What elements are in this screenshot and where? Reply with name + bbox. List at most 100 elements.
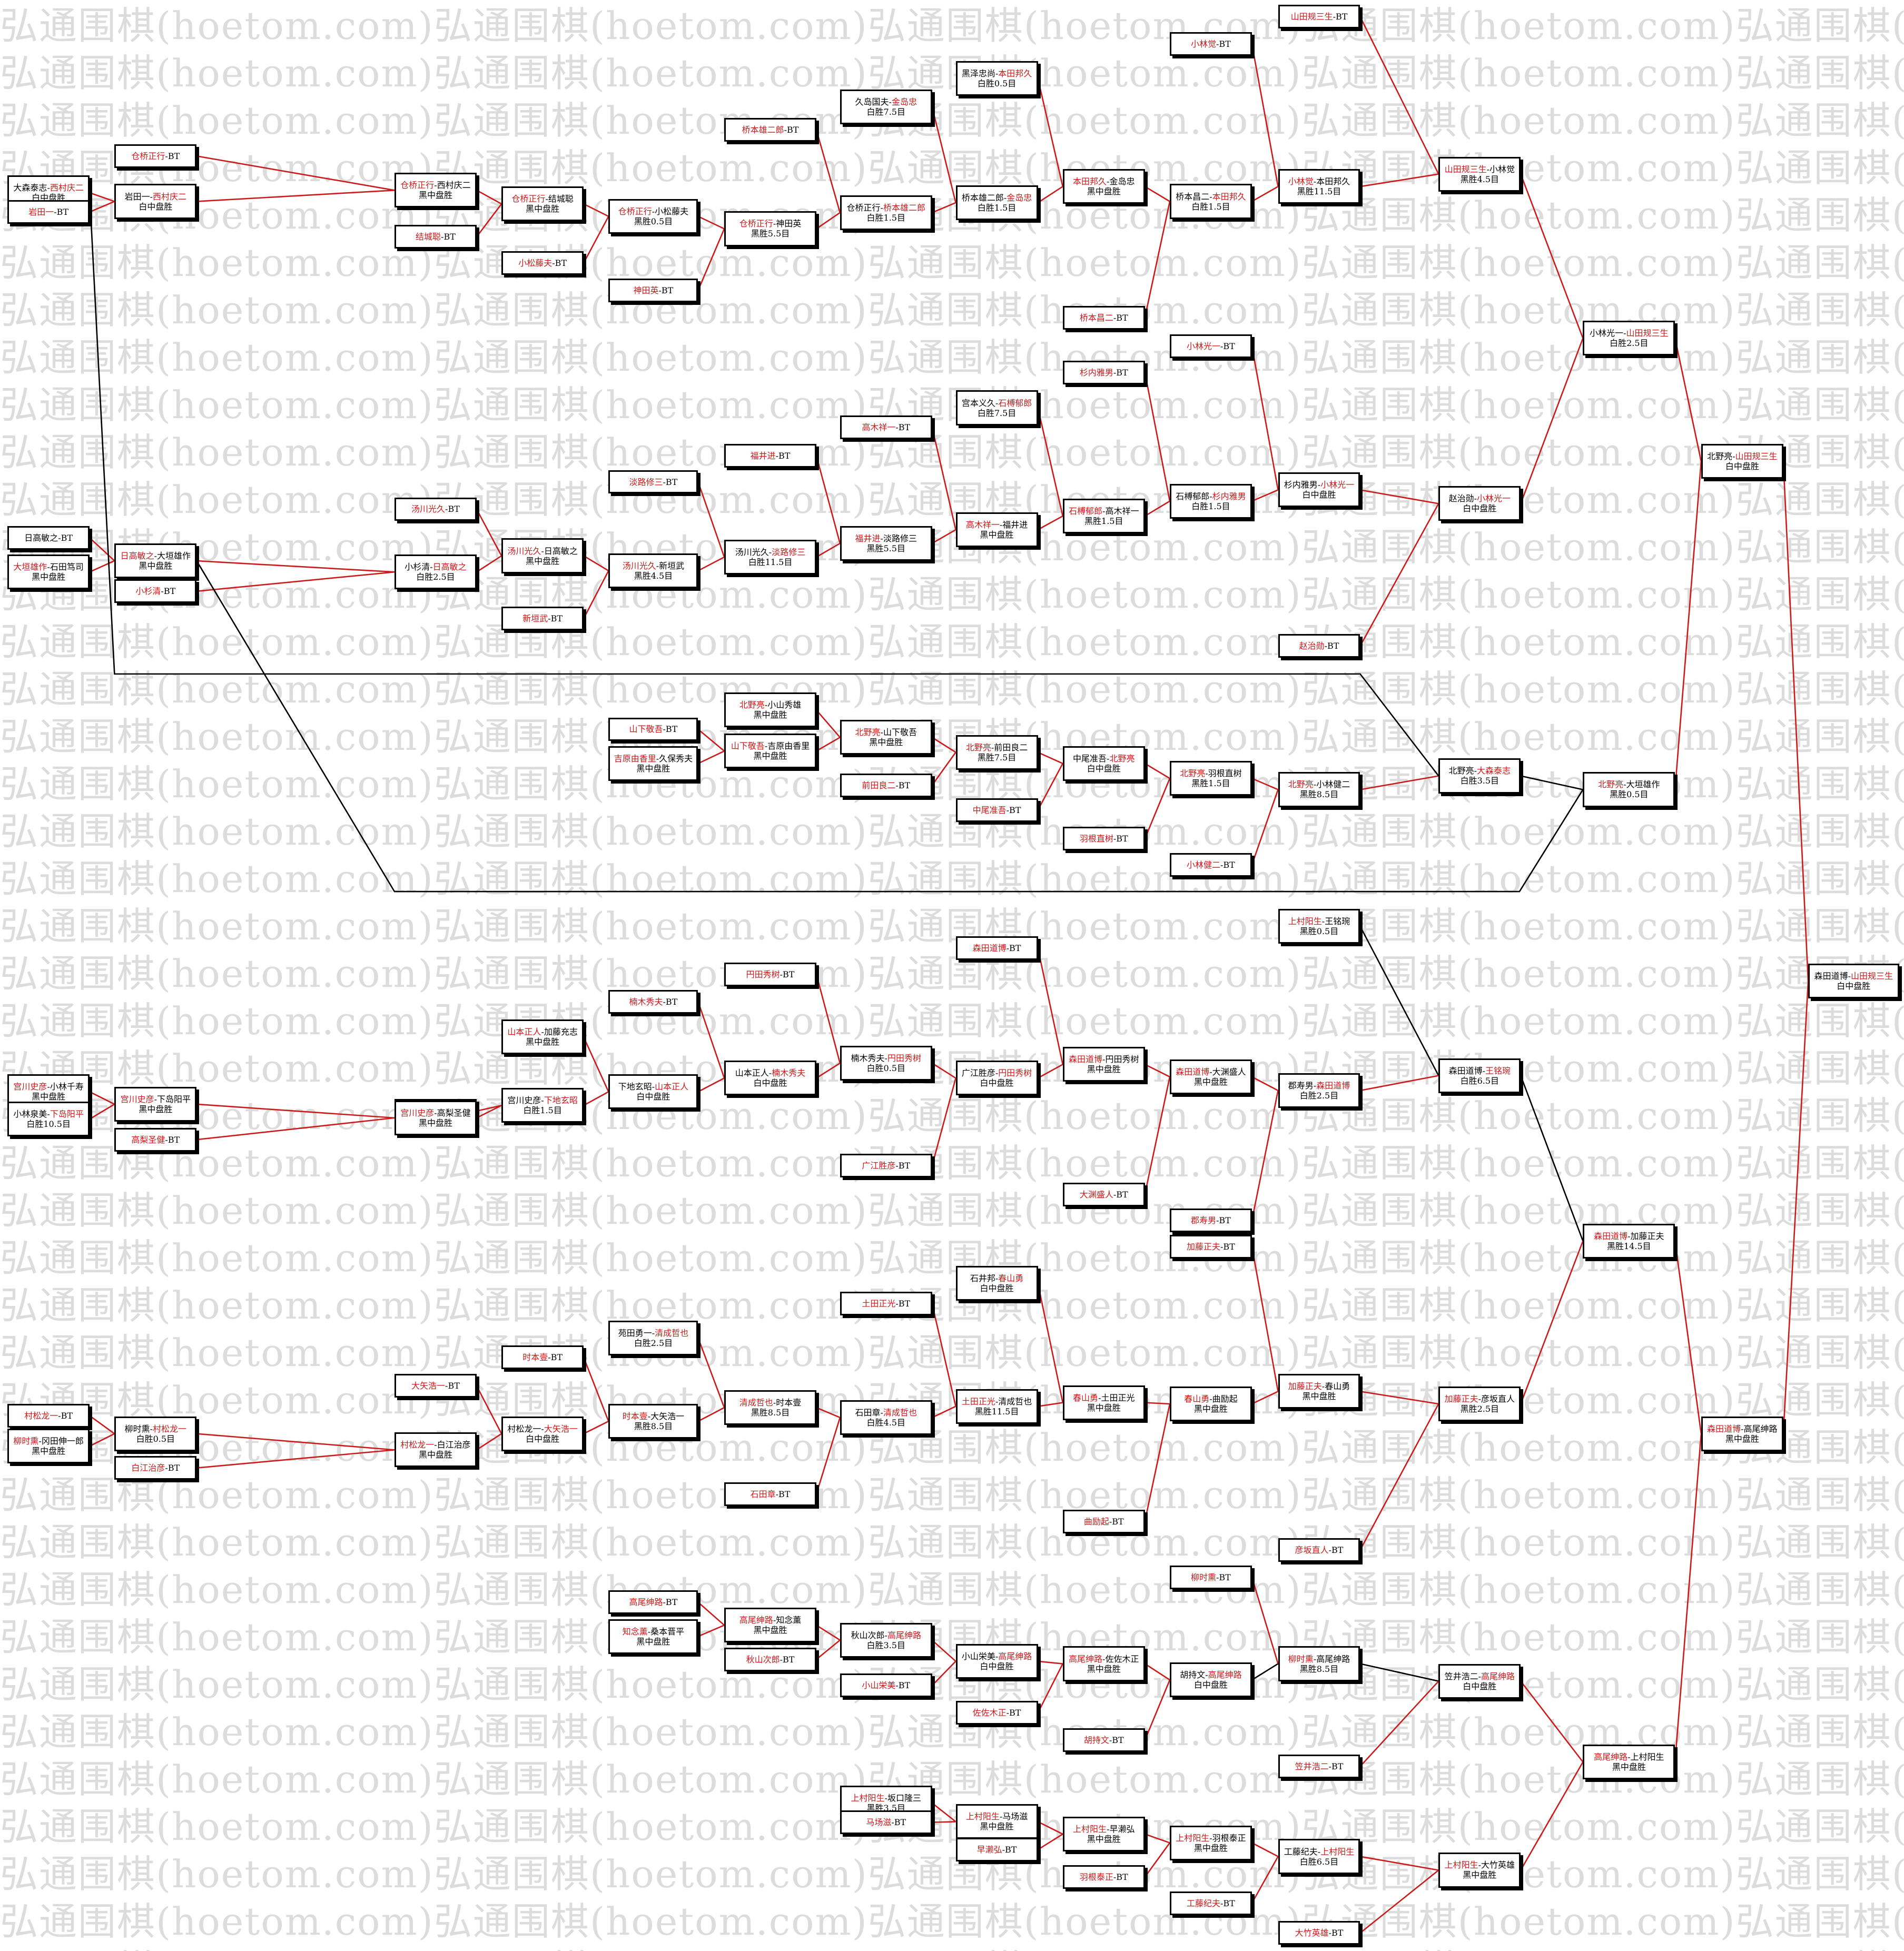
- bracket-connector: [1674, 461, 1702, 790]
- bracket-connector: [932, 202, 956, 213]
- match-line: 高尾绅路-BT: [629, 1597, 678, 1607]
- match-line: 汤川光久-BT: [411, 504, 460, 514]
- match-line: 彦坂直人-BT: [1295, 1545, 1344, 1555]
- watermark-row: 弘通围棋(hoetom.com)弘通围棋(hoetom.com)弘通围棋(hoe…: [0, 1520, 1904, 1564]
- bracket-connector: [697, 1407, 725, 1422]
- match-line: 黑中盘胜: [1087, 1403, 1121, 1413]
- bracket-connector: [1144, 201, 1171, 318]
- match-box-d03: 汤川光久-日高敏之黑中盘胜: [501, 538, 584, 573]
- match-text: -石田笃司: [47, 562, 84, 572]
- match-box-h04: 高木祥一-福井进黑中盘胜: [955, 512, 1038, 547]
- match-text: -结城聪: [545, 194, 574, 204]
- match-text: -佐佐木正: [1102, 1653, 1139, 1664]
- match-line: 汤川光久-淡路修三: [735, 547, 805, 557]
- match-line: 仓桥正行-BT: [131, 151, 180, 161]
- bracket-connector: [1145, 762, 1170, 779]
- match-text: 黑胜8.5目: [1299, 1663, 1339, 1674]
- match-box-k12: 工藤纪夫-上村阳生白胜6.5目: [1278, 1839, 1360, 1874]
- match-line: 北野亮-小林健二: [1288, 779, 1350, 789]
- match-line: 小山栄美-高尾绅路: [962, 1651, 1032, 1661]
- winner-name: 小杉清: [135, 586, 161, 597]
- match-text: 白胜0.5目: [866, 1063, 905, 1073]
- match-text: 白胜2.5目: [1299, 1090, 1339, 1101]
- match-text: -BT: [1216, 1215, 1231, 1226]
- winner-name: 本田邦久: [998, 68, 1032, 78]
- match-line: 工藤纪夫-BT: [1187, 1898, 1235, 1908]
- match-text: -BT: [780, 1654, 795, 1665]
- match-box-l05: 加藤正夫-彦坂直人黑胜2.5目: [1438, 1386, 1521, 1422]
- winner-name: 本田邦久: [1073, 176, 1107, 187]
- match-line: 黑胜0.5目: [1610, 789, 1648, 799]
- match-line: 小山栄美-BT: [862, 1680, 910, 1690]
- match-line: 森田道博-大渊盛人: [1176, 1067, 1246, 1077]
- match-line: 上村阳生-王铭琬: [1288, 916, 1350, 926]
- match-text: 白胜3.5目: [1460, 776, 1499, 786]
- match-box-d07: 时本壹-BT: [501, 1345, 584, 1369]
- match-line: 桥本昌二-BT: [1080, 313, 1128, 323]
- winner-name: 高木祥一: [965, 519, 1000, 530]
- match-line: 白中盘胜: [1463, 503, 1496, 513]
- match-text: -BT: [775, 450, 791, 461]
- match-line: 白中盘胜: [139, 202, 172, 212]
- match-line: 森田道博-山田规三生: [1814, 971, 1893, 981]
- match-line: 柳时熏-冈田伸一郎: [13, 1436, 83, 1446]
- winner-name: 北野亮: [1109, 753, 1135, 764]
- match-text: -BT: [895, 1680, 911, 1691]
- match-text: 北野亮-: [1448, 766, 1477, 776]
- bracket-connector: [1674, 1433, 1702, 1762]
- match-text: 白中盘胜: [980, 1283, 1014, 1293]
- winner-name: 上村阳生: [1320, 1846, 1355, 1857]
- match-line: 黑中盘胜: [754, 710, 787, 720]
- bracket-connector: [1360, 1075, 1439, 1092]
- match-text: -BT: [1324, 641, 1339, 651]
- match-line: 本田邦久-金岛忠: [1073, 176, 1134, 186]
- match-text: 白中盘胜: [1302, 490, 1336, 500]
- winner-name: 佐佐木正: [972, 1708, 1007, 1718]
- bracket-connector: [476, 1105, 502, 1119]
- match-text: 黑泽忠尚-: [961, 68, 999, 78]
- match-box-k04: 赵治勋-BT: [1278, 634, 1360, 658]
- match-box-g06: 前田良二-BT: [840, 773, 932, 797]
- bracket-connector: [1144, 778, 1171, 839]
- winner-name: 森田道博: [1176, 1066, 1210, 1077]
- match-text: -淡路修三: [880, 533, 917, 543]
- match-box-h14: 早濑弘-BT: [955, 1838, 1038, 1861]
- match-line: 白胜11.5目: [748, 557, 793, 567]
- match-line: 黑中盘胜: [636, 764, 670, 774]
- match-text: -小林健二: [1313, 779, 1350, 790]
- bracket-connector: [1251, 186, 1279, 202]
- match-line: 上村阳生-坂口隆三: [851, 1793, 921, 1803]
- match-box-e05: 山下敬吾-BT: [608, 717, 698, 741]
- winner-name: 石田章: [750, 1489, 776, 1499]
- match-text: 黑胜4.5目: [1460, 174, 1499, 184]
- bracket-connector: [196, 189, 395, 202]
- bracket-connector: [1037, 186, 1063, 203]
- match-line: 黑中盘胜: [1087, 1664, 1121, 1674]
- match-line: 黑中盘胜: [419, 1118, 452, 1128]
- bracket-connector: [196, 1433, 395, 1451]
- match-box-i11: 高尾绅路-佐佐木正黑中盘胜: [1062, 1646, 1145, 1681]
- match-box-f07: 円田秀树-BT: [724, 962, 816, 986]
- winner-name: 吉原由香里: [614, 753, 656, 764]
- match-box-f02: 仓桥正行-神田英黑胜5.5目: [724, 211, 816, 246]
- winner-name: 上村阳生: [1288, 916, 1322, 927]
- match-line: 仓桥正行-西村庆二: [400, 180, 470, 190]
- match-line: 黑中盘胜: [1302, 1391, 1336, 1401]
- winner-name: 杉内雅男: [1079, 367, 1113, 378]
- match-line: 上村阳生-羽根泰正: [1176, 1833, 1246, 1843]
- bracket-connector: [196, 1117, 395, 1141]
- match-line: 桥本雄二郎-金岛忠: [962, 193, 1032, 203]
- match-text: 工藤纪夫-: [1284, 1846, 1321, 1857]
- bracket-connector: [196, 1103, 395, 1119]
- match-line: 黑中盘胜: [1463, 1870, 1496, 1880]
- watermark-row: 弘通围棋(hoetom.com)弘通围棋(hoetom.com)弘通围棋(hoe…: [0, 1473, 1904, 1517]
- bracket-connector: [1520, 1241, 1584, 1404]
- winner-name: 清成哲也: [739, 1398, 773, 1408]
- match-line: 黑胜5.5目: [751, 229, 790, 239]
- match-text: -BT: [1113, 834, 1128, 844]
- winner-name: 西村庆二: [50, 183, 84, 193]
- winner-name: 北野亮: [855, 727, 881, 738]
- winner-name: 早濑弘: [976, 1845, 1002, 1855]
- watermark-row: 弘通围棋(hoetom.com)弘通围棋(hoetom.com)弘通围棋(hoe…: [0, 98, 1904, 143]
- match-text: -羽根直树: [1205, 768, 1242, 779]
